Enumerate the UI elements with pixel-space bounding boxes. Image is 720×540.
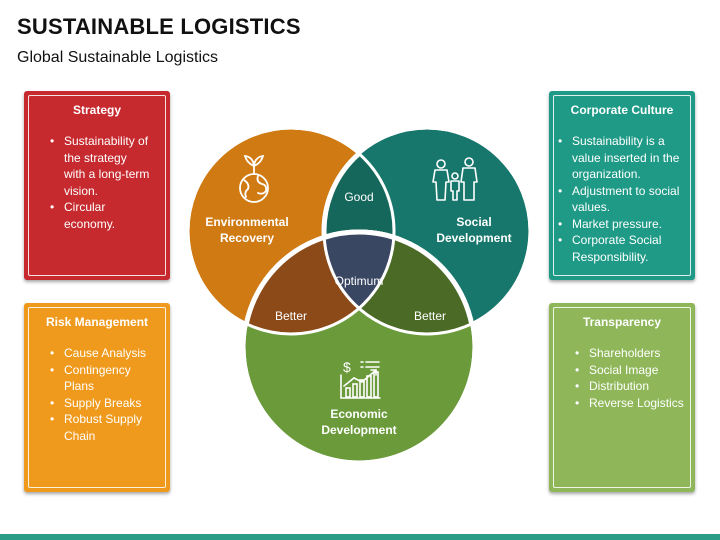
corporate-culture-list: Sustainability is a value inserted in th…	[558, 133, 686, 265]
list-item: Circular economy.	[50, 199, 150, 232]
better-right-label: Better	[414, 309, 446, 323]
social-label-line2: Development	[436, 231, 511, 245]
list-item: Distribution	[575, 378, 685, 395]
card-frame	[28, 307, 166, 488]
risk-management-card-title: Risk Management	[45, 315, 149, 329]
environmental-label-line1: Environmental	[205, 215, 288, 229]
strategy-list: Sustainability of the strategy with a lo…	[50, 133, 150, 232]
environmental-label-line2: Recovery	[220, 231, 274, 245]
economic-label-line2: Development	[321, 423, 396, 437]
svg-text:$: $	[343, 359, 351, 375]
list-item: Cause Analysis	[50, 345, 150, 362]
list-item: Sustainability is a value inserted in th…	[558, 133, 686, 183]
card-frame	[553, 307, 691, 488]
card-frame	[28, 95, 166, 276]
list-item: Supply Breaks	[50, 395, 150, 412]
growth-chart-icon: $	[340, 359, 381, 399]
strategy-card-title: Strategy	[72, 103, 122, 117]
social-label-line1: Social	[456, 215, 491, 229]
list-item: Adjustment to social values.	[558, 183, 686, 216]
list-item: Social Image	[575, 362, 685, 379]
transparency-card-title: Transparency	[582, 315, 662, 329]
list-item: Sustainability of the strategy with a lo…	[50, 133, 150, 199]
good-label: Good	[344, 190, 373, 204]
transparency-list: Shareholders Social Image Distribution R…	[575, 345, 685, 411]
transparency-card: Transparency Shareholders Social Image D…	[549, 303, 695, 492]
list-item: Corporate Social Responsibility.	[558, 232, 686, 265]
risk-management-list: Cause Analysis Contingency Plans Supply …	[50, 345, 150, 444]
optimum-label: Optimum	[335, 274, 384, 288]
economic-label-line1: Economic	[330, 407, 388, 421]
list-item: Market pressure.	[558, 216, 686, 233]
card-frame	[553, 95, 691, 276]
strategy-card: Strategy Sustainability of the strategy …	[24, 91, 170, 280]
globe-plant-icon	[239, 154, 269, 203]
list-item: Robust Supply Chain	[50, 411, 150, 444]
list-item: Shareholders	[575, 345, 685, 362]
page-subtitle: Global Sustainable Logistics	[17, 49, 219, 66]
better-left-label: Better	[275, 309, 307, 323]
list-item: Reverse Logistics	[575, 395, 685, 412]
risk-management-card: Risk Management Cause Analysis Contingen…	[24, 303, 170, 492]
corporate-culture-card-title: Corporate Culture	[570, 103, 674, 117]
family-icon	[432, 157, 478, 201]
page-title: SUSTAINABLE LOGISTICS	[17, 14, 301, 39]
corporate-culture-card: Corporate Culture Sustainability is a va…	[549, 91, 695, 280]
footer-bar	[0, 534, 720, 540]
list-item: Contingency Plans	[50, 362, 150, 395]
